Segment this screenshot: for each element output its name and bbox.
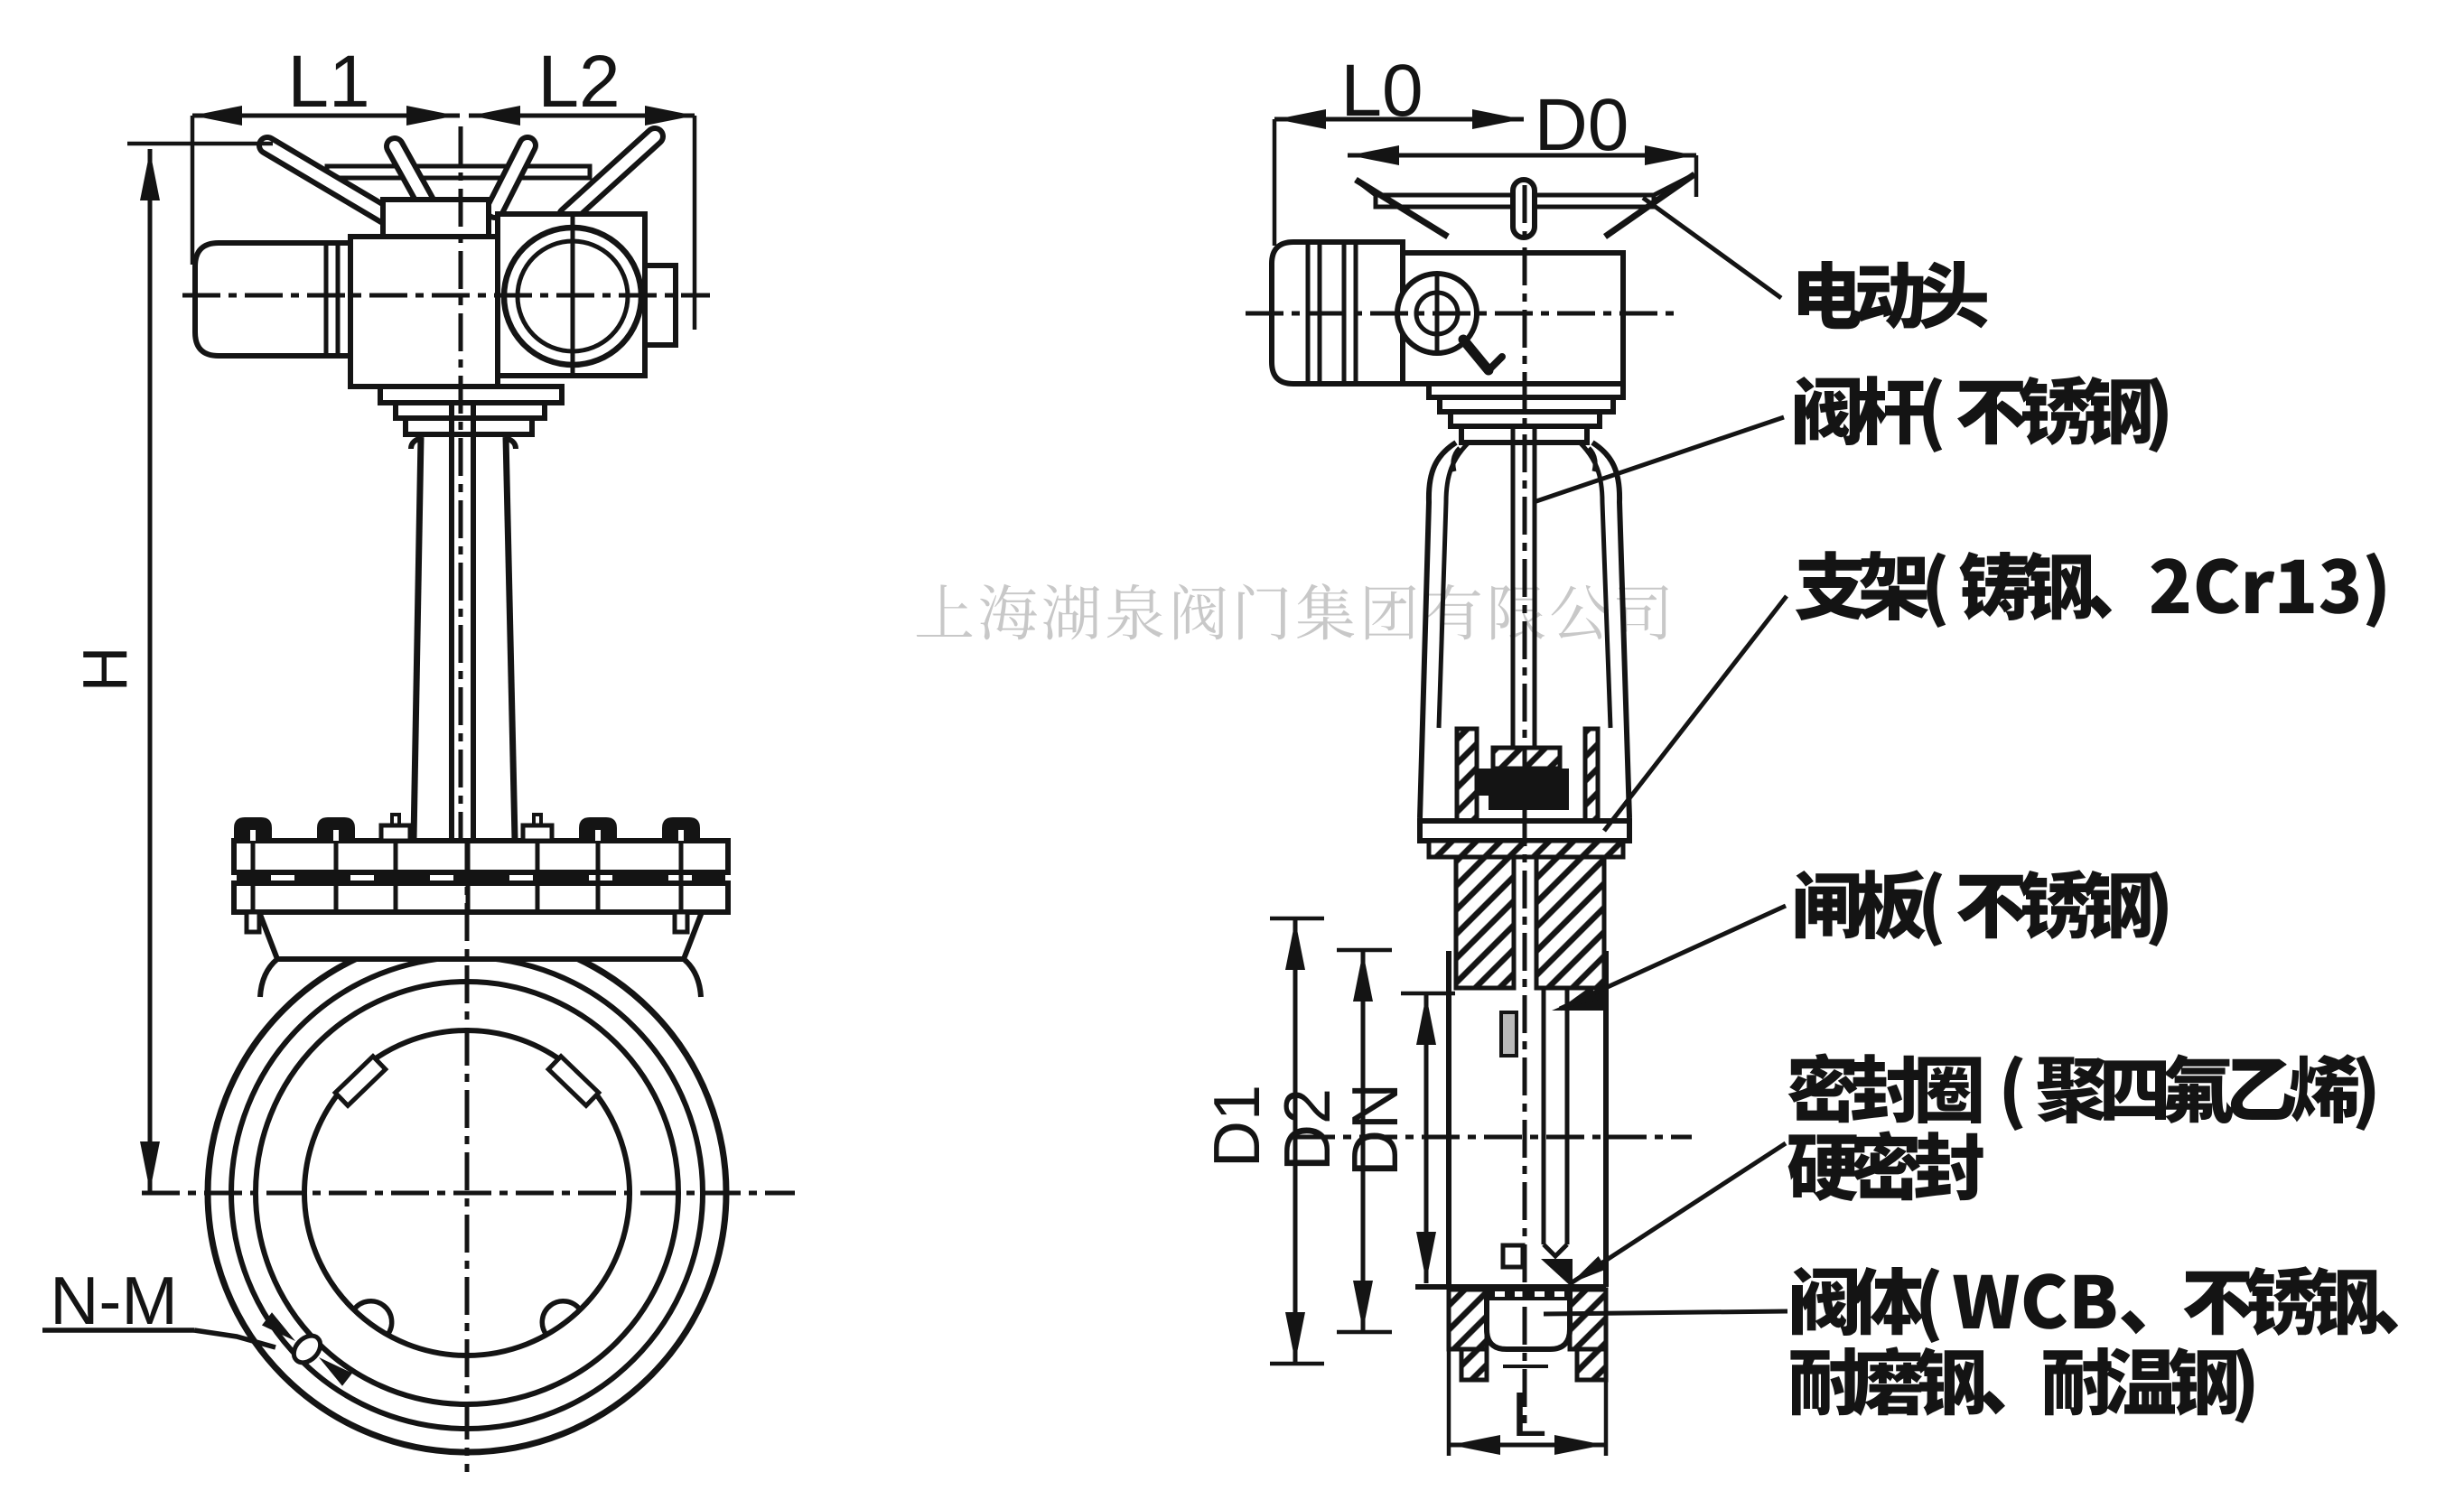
svg-text:D1: D1: [1201, 1085, 1274, 1168]
svg-text:H: H: [70, 647, 140, 693]
svg-text:DN: DN: [1339, 1083, 1412, 1177]
svg-text:D0: D0: [1535, 84, 1629, 166]
svg-text:L1: L1: [287, 41, 369, 123]
svg-text:L: L: [1512, 1379, 1547, 1449]
svg-text:N-M: N-M: [50, 1262, 178, 1338]
svg-text:L2: L2: [537, 41, 620, 123]
svg-text:D2: D2: [1272, 1088, 1344, 1171]
